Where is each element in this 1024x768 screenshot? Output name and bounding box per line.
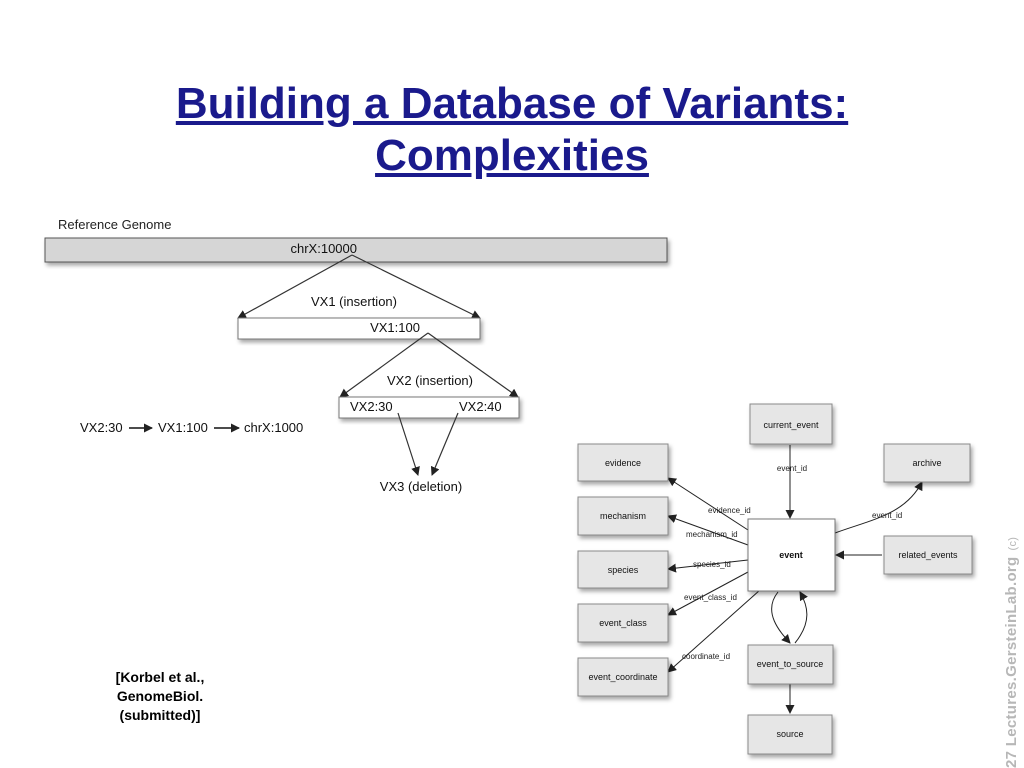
footer-copyright: (c) (1007, 536, 1019, 551)
link-label-species: species_id (693, 560, 731, 569)
slide-title: Building a Database of Variants: Complex… (0, 78, 1024, 182)
vx2-left-label: VX2:30 (350, 399, 393, 414)
table-archive: archive (883, 443, 971, 483)
table-archive-label: archive (912, 458, 941, 468)
reference-genome-bar (44, 237, 668, 263)
table-mechanism: mechanism (577, 496, 669, 536)
table-evidence: evidence (577, 443, 669, 482)
table-event-class-label: event_class (599, 618, 647, 628)
table-related-events-label: related_events (898, 550, 958, 560)
citation-line-1: [Korbel et al., (115, 669, 205, 685)
link-label-current-event: event_id (777, 464, 807, 473)
vx1-bar (237, 317, 481, 340)
link-label-evidence: evidence_id (708, 506, 751, 515)
link-evidence (667, 477, 749, 531)
table-event-to-source: event_to_source (747, 644, 834, 685)
citation: [Korbel et al., GenomeBiol. (submitted)] (60, 668, 260, 725)
vx1-edge-left (237, 254, 353, 319)
chain-item-3: chrX:1000 (244, 420, 303, 435)
table-species: species (577, 550, 669, 589)
vx1-label: VX1 (insertion) (311, 294, 397, 309)
table-event-coordinate-label: event_coordinate (588, 672, 657, 682)
slide-title-line-1: Building a Database of Variants: (175, 79, 849, 128)
reference-genome-label: Reference Genome (58, 217, 171, 232)
link-event-class (667, 571, 749, 616)
ref-bar-label: chrX:10000 (291, 241, 358, 256)
link-label-event-coordinate: coordinate_id (682, 652, 730, 661)
vx1-edge-right (351, 254, 481, 319)
citation-line-3: (submitted)] (119, 707, 201, 723)
table-current-event-label: current_event (763, 420, 819, 430)
vx2-edge-right (427, 332, 519, 398)
link-label-archive: event_id (872, 511, 902, 520)
link-event-to-source-up (794, 591, 808, 644)
schema-diagram: event_id evidence_id mechanism_id specie… (577, 403, 973, 755)
footer-watermark-text: 27 Lectures.GersteinLab.org (1003, 556, 1020, 768)
vx2-edge-left (339, 332, 429, 398)
vx3-edge-left (397, 412, 420, 476)
link-label-event-class: event_class_id (684, 593, 737, 602)
table-mechanism-label: mechanism (600, 511, 646, 521)
vx2-label: VX2 (insertion) (387, 373, 473, 388)
link-species (667, 559, 749, 573)
table-event: event (747, 518, 836, 592)
link-event-coordinate (667, 589, 761, 673)
link-archive (834, 481, 923, 534)
vx2-right-label: VX2:40 (459, 399, 502, 414)
table-species-label: species (608, 565, 639, 575)
table-related-events: related_events (883, 535, 973, 575)
table-evidence-label: evidence (605, 458, 641, 468)
footer-watermark: 27 Lectures.GersteinLab.org (c) (1003, 537, 1020, 768)
vx3-edge-right (430, 412, 459, 476)
table-event-coordinate: event_coordinate (577, 657, 669, 697)
citation-line-2: GenomeBiol. (116, 688, 204, 704)
table-event-class: event_class (577, 603, 669, 643)
table-source-label: source (776, 729, 803, 739)
link-label-mechanism: mechanism_id (686, 530, 738, 539)
table-current-event: current_event (749, 403, 833, 445)
variant-diagram: Reference Genome chrX:10000 VX1 (inserti… (44, 217, 668, 494)
vx3-label: VX3 (deletion) (380, 479, 462, 494)
table-event-to-source-label: event_to_source (757, 659, 824, 669)
slide-title-line-2: Complexities (375, 131, 649, 180)
chain-item-1: VX2:30 (80, 420, 123, 435)
link-event-to-source-down (771, 591, 791, 644)
chain-item-2: VX1:100 (158, 420, 208, 435)
vx2-bar (338, 396, 520, 419)
table-source: source (747, 714, 833, 755)
link-mechanism (667, 514, 749, 546)
vx1-bar-label: VX1:100 (370, 320, 420, 335)
table-event-label: event (779, 550, 803, 560)
